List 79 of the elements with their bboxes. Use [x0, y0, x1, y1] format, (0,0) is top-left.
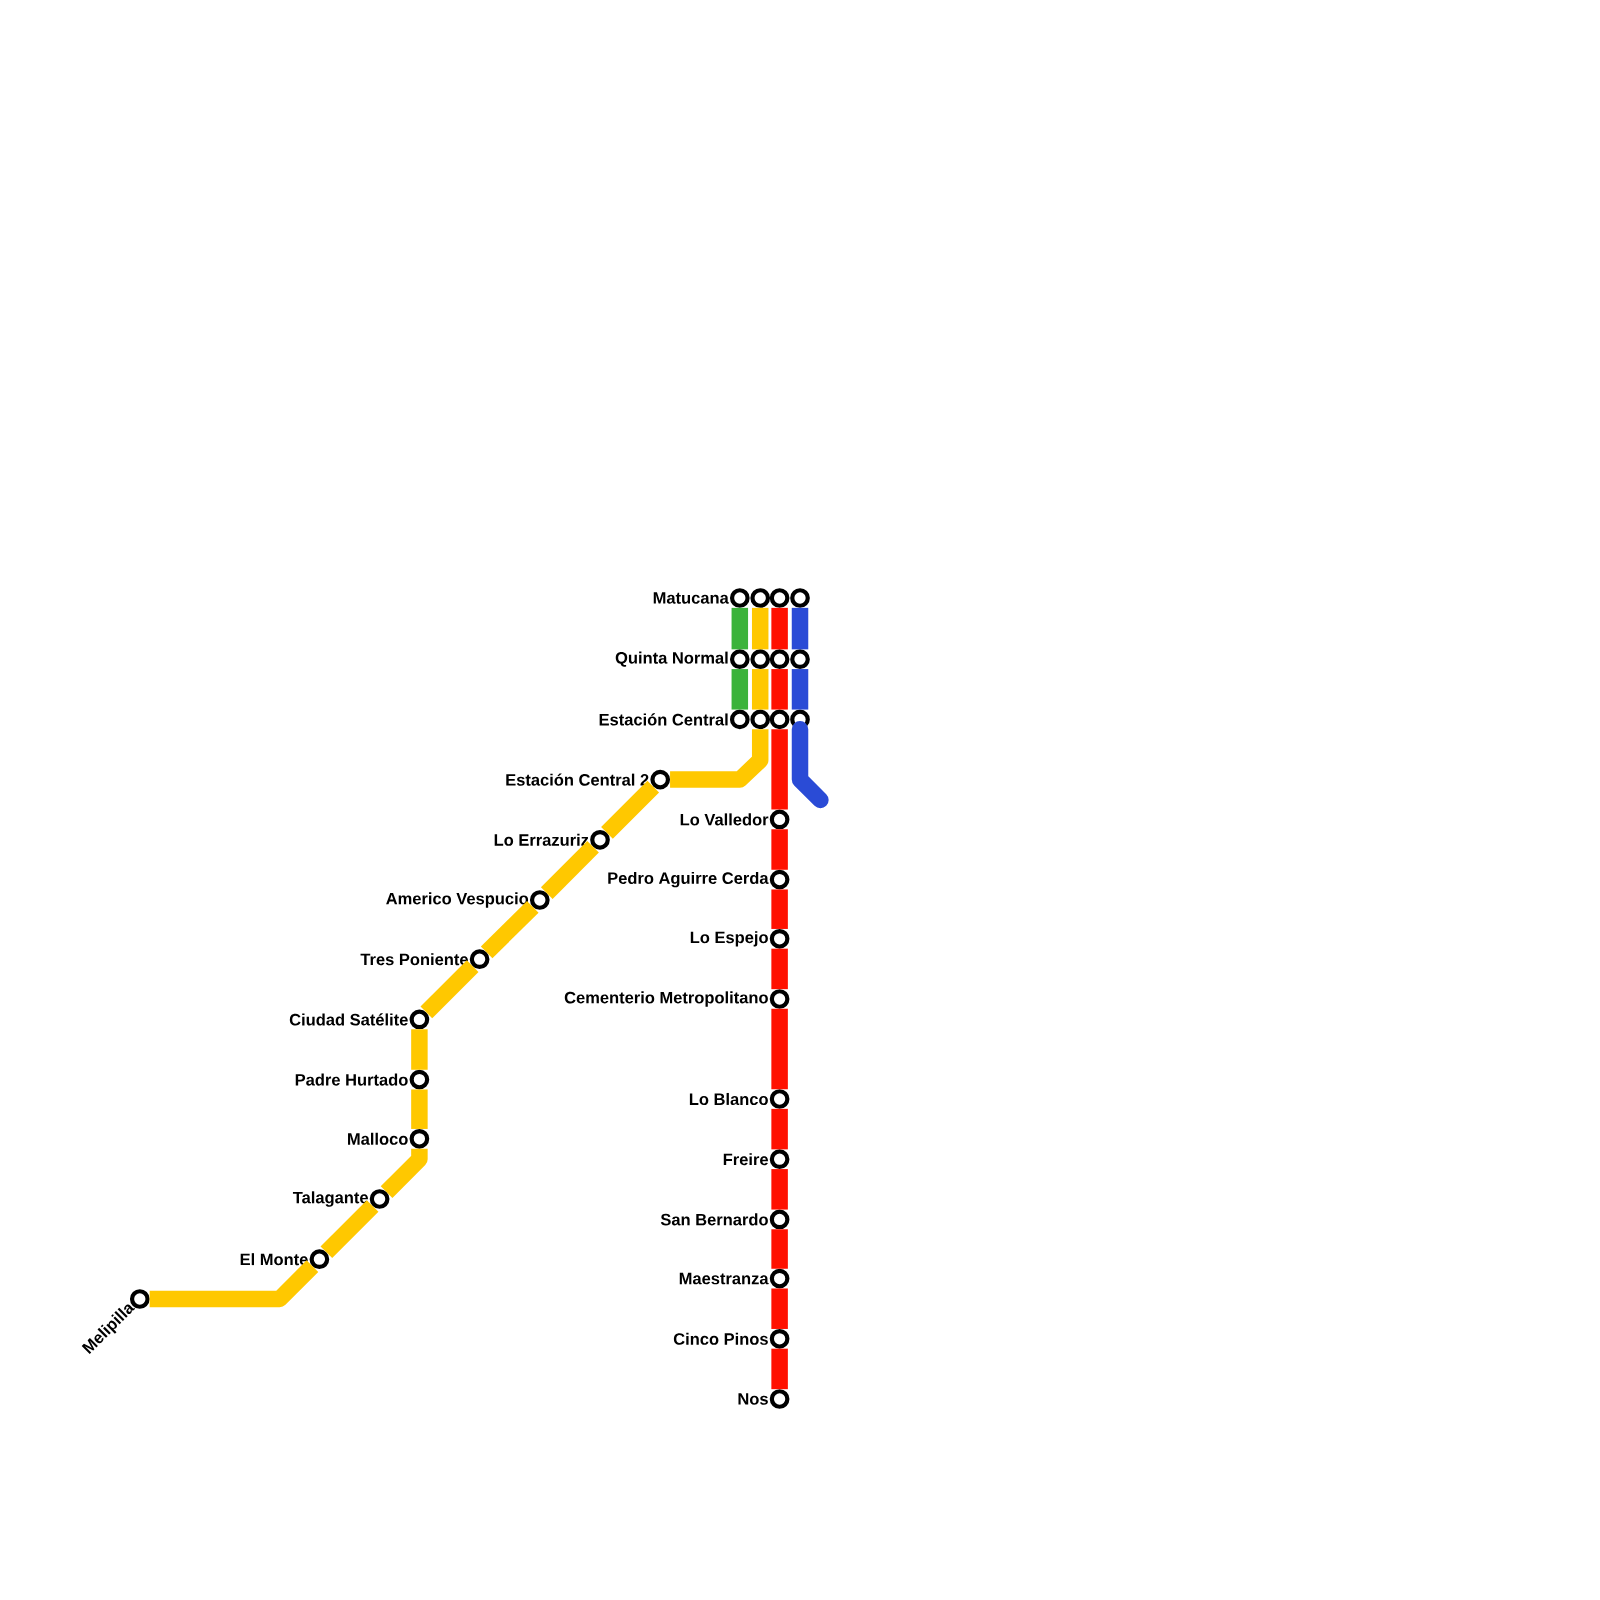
station	[769, 588, 790, 608]
line-segment	[480, 901, 539, 959]
node-label: Lo Blanco	[689, 1092, 768, 1106]
node-label: Estación Central	[599, 713, 728, 726]
line-segment	[601, 780, 660, 839]
line-segment	[771, 669, 788, 710]
node-label: Tres Poniente	[360, 953, 468, 966]
line-segment	[670, 729, 769, 788]
line-segment	[791, 669, 809, 710]
station: Padre Hurtado	[295, 1069, 430, 1090]
line-segment	[771, 889, 788, 929]
line-segment	[771, 1008, 788, 1090]
line-segment	[771, 829, 788, 870]
station	[790, 649, 810, 670]
station: Lo Blanco	[689, 1089, 790, 1109]
line-segment	[731, 607, 749, 650]
line-segment	[771, 1108, 788, 1150]
node-label: Freire	[723, 1153, 768, 1166]
line-segment	[540, 840, 599, 899]
node-label: Talagante	[292, 1191, 368, 1207]
node-label: Cementerio Metropolitano	[564, 991, 768, 1007]
line-segment	[791, 607, 809, 650]
node-label: Quinta Normal	[615, 651, 728, 667]
station	[790, 588, 810, 608]
station: Tres Poniente	[360, 949, 490, 970]
station: Freire	[723, 1149, 790, 1170]
station: Talagante	[292, 1189, 390, 1209]
node-label: Padre Hurtado	[295, 1073, 408, 1086]
line-segment	[320, 1200, 379, 1259]
station: Matucana	[653, 588, 750, 608]
station: Cementerio Metropolitano	[564, 989, 790, 1009]
station: El Monte	[240, 1249, 330, 1270]
station	[750, 588, 771, 608]
node-label: Lo Espejo	[690, 931, 768, 947]
station	[769, 709, 790, 730]
station: Lo Valledor	[680, 809, 790, 830]
line-segment	[771, 1169, 788, 1210]
line-segment	[751, 669, 769, 710]
station: Lo Errazuriz	[494, 829, 610, 850]
station: Americo Vespucio	[386, 890, 550, 910]
node-label: Ciudad Satélite	[289, 1013, 408, 1026]
station: Estación Central	[599, 709, 750, 730]
station: Quinta Normal	[615, 649, 750, 670]
station: Ciudad Satélite	[289, 1009, 430, 1030]
line-segment	[411, 1089, 428, 1129]
station: Malloco	[348, 1128, 430, 1149]
node-label: El Monte	[240, 1253, 308, 1266]
station: Cinco Pinos	[673, 1328, 790, 1349]
node-label: Lo Valledor	[680, 813, 769, 826]
line-segment	[771, 1348, 788, 1390]
station: Nos	[738, 1389, 790, 1409]
line-segment	[771, 1229, 788, 1269]
line-segment	[420, 960, 479, 1019]
node-label: Americo Vespucio	[386, 892, 529, 908]
line-segment	[771, 1288, 788, 1329]
station	[769, 649, 790, 670]
node-label: Malloco	[348, 1132, 408, 1145]
station	[750, 709, 771, 730]
line-segment	[411, 1029, 428, 1070]
line-segment	[791, 721, 829, 809]
line-segment	[771, 948, 788, 990]
station: Lo Espejo	[690, 928, 790, 949]
station: Pedro Aguirre Cerda	[608, 869, 790, 890]
node-label: Matucana	[653, 592, 729, 604]
line-segment	[751, 607, 769, 650]
station	[750, 649, 771, 670]
station: San Bernardo	[660, 1209, 790, 1230]
node-label: Cinco Pinos	[673, 1332, 768, 1345]
line-segment	[771, 729, 788, 810]
node-label: San Bernardo	[660, 1213, 768, 1226]
node-label: Nos	[738, 1393, 768, 1405]
node-label: Maestranza	[679, 1272, 769, 1285]
line-segment	[380, 1148, 428, 1198]
line-segment	[771, 607, 788, 650]
node-label: Lo Errazuriz	[494, 833, 589, 846]
node-label: Pedro Aguirre Cerda	[608, 871, 769, 888]
line-segment	[731, 669, 749, 710]
line-segment	[149, 1260, 319, 1308]
station: Maestranza	[679, 1268, 790, 1289]
